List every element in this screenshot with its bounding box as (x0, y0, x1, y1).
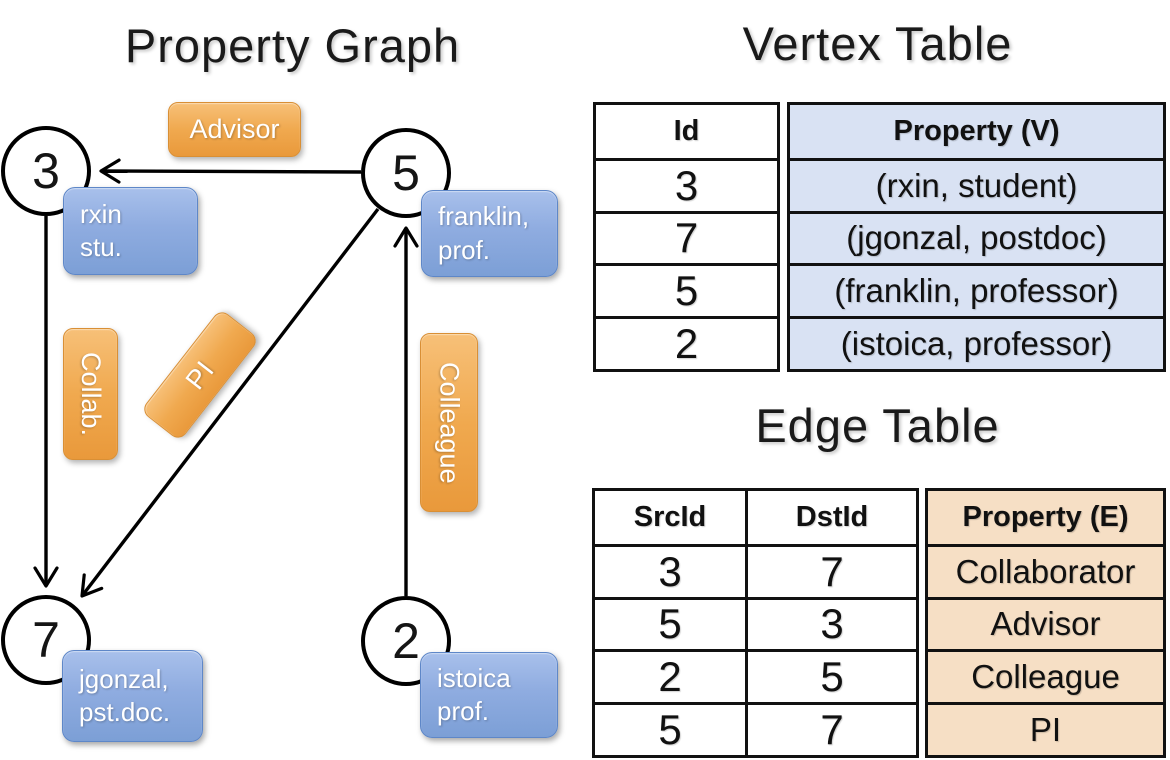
edge-src-cell: 5 (595, 702, 745, 755)
vertex-property-cell: (franklin, professor) (790, 263, 1163, 317)
edge-srcid-header: SrcId (633, 500, 707, 533)
property-line: pst.doc. (79, 697, 171, 727)
property-line: franklin, (438, 201, 530, 232)
vertex-node-2-id: 2 (392, 613, 420, 669)
vertex-property-box-jgonzal: jgonzal, pst.doc. (62, 650, 203, 742)
vertex-property-box-istoica: istoica prof. (420, 652, 558, 738)
edge-table-title: Edge Table (755, 399, 1000, 452)
edge-dst-cell: 7 (745, 543, 916, 597)
edge-dst-cell: 3 (745, 596, 916, 650)
vertex-property-cell: (istoica, professor) (790, 316, 1163, 369)
edge-src-cell: 3 (595, 543, 745, 597)
property-line: rxin (80, 198, 122, 229)
edge-dstid-header: DstId (745, 491, 916, 544)
edge-table-id-columns: SrcId DstId 3 7 5 3 2 5 5 7 (592, 488, 919, 758)
property-line: prof. (437, 696, 490, 726)
vertex-id-header: Id (673, 114, 700, 147)
edge-property-cell: PI (928, 702, 1163, 755)
vertex-id-cell: 7 (596, 210, 777, 264)
vertex-node-2: 2 (361, 596, 451, 686)
edge-src-cell: 5 (595, 596, 745, 650)
property-line: istoica (437, 662, 511, 693)
property-line: prof. (438, 234, 491, 265)
vertex-node-5: 5 (361, 128, 451, 218)
property-line: jgonzal, (79, 663, 169, 694)
edge-dst-cell: 5 (745, 649, 916, 703)
edge-table-property-column: Property (E) Collaborator Advisor Collea… (925, 488, 1166, 758)
vertex-id-cell: 2 (596, 316, 777, 369)
property-graph-title: Property Graph (124, 19, 461, 72)
edge-property-header: Property (E) (928, 491, 1163, 544)
edge-property-cell: Collaborator (928, 543, 1163, 597)
vertex-table-title: Vertex Table (742, 17, 1013, 70)
edge-label-colleague: Colleague (420, 333, 478, 512)
edge-src-cell: 2 (595, 649, 745, 702)
edge-label-advisor: Advisor (168, 102, 301, 157)
vertex-table-id-column: Id 3 7 5 2 (593, 102, 780, 372)
vertex-property-cell: (rxin, student) (790, 157, 1163, 211)
vertex-node-7-id: 7 (32, 612, 60, 668)
vertex-node-5-id: 5 (392, 145, 420, 201)
vertex-property-box-franklin: franklin, prof. (421, 190, 558, 277)
vertex-property-header: Property (V) (790, 105, 1163, 158)
vertex-id-cell: 5 (596, 263, 777, 316)
graph-edges-canvas (33, 158, 419, 598)
edge-label-collab: Collab. (63, 328, 118, 460)
edge-property-cell: Colleague (928, 649, 1163, 703)
vertex-property-cell: (jgonzal, postdoc) (790, 210, 1163, 264)
edge-advisor-5-to-3 (99, 158, 362, 184)
edge-pi-5-to-7 (80, 207, 380, 598)
edge-dst-cell: 7 (745, 702, 916, 755)
vertex-id-cell: 3 (596, 157, 777, 211)
edge-property-cell: Advisor (928, 596, 1163, 650)
vertex-property-box-rxin: rxin stu. (63, 187, 198, 275)
vertex-node-3-id: 3 (32, 143, 60, 199)
property-line: stu. (80, 232, 122, 262)
vertex-table-property-column: Property (V) (rxin, student) (jgonzal, p… (787, 102, 1166, 372)
